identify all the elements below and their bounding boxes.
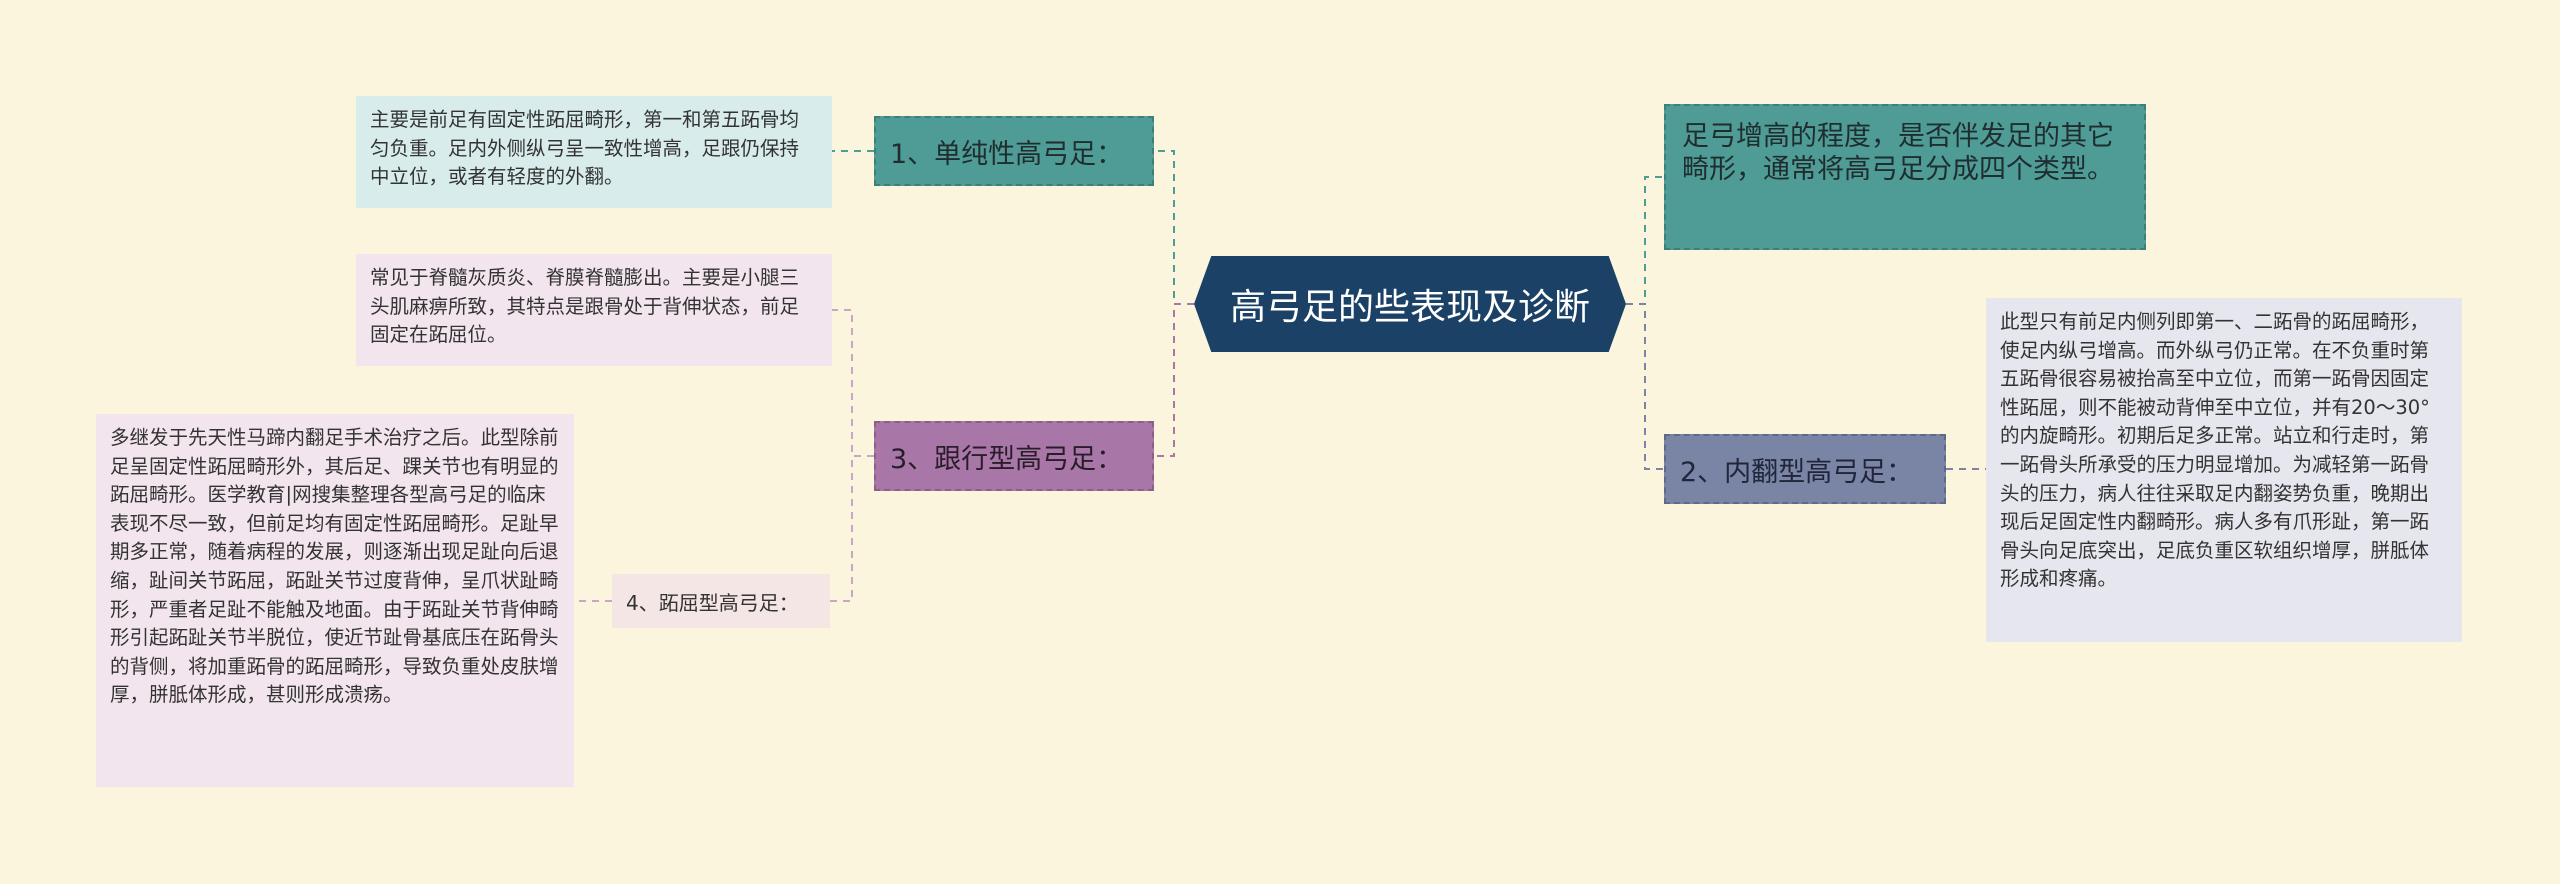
branch-label: 足弓增高的程度，是否伴发足的其它畸形，通常将高弓足分成四个类型。 xyxy=(1682,121,2114,185)
note-text: 多继发于先天性马蹄内翻足手术治疗之后。此型除前足呈固定性跖屈畸形外，其后足、踝关… xyxy=(110,426,559,707)
branch-label: 1、单纯性高弓足： xyxy=(890,138,1124,170)
branch-label: 2、内翻型高弓足： xyxy=(1680,456,1914,488)
note-varus-pes-cavus[interactable]: 此型只有前足内侧列即第一、二跖骨的跖屈畸形，使足内纵弓增高。而外纵弓仍正常。在不… xyxy=(1986,298,2462,642)
link-center-top xyxy=(1626,176,1664,305)
note-simple-pes-cavus[interactable]: 主要是前足有固定性跖屈畸形，第一和第五跖骨均匀负重。足内外侧纵弓呈一致性增高，足… xyxy=(356,96,832,208)
branch-calcaneal-pes-cavus[interactable]: 3、跟行型高弓足： xyxy=(874,421,1154,491)
link-center-branch1 xyxy=(1154,150,1194,305)
link-center-branch3 xyxy=(1154,303,1194,457)
branch-label: 4、跖屈型高弓足： xyxy=(626,590,799,615)
central-topic-label: 高弓足的些表现及诊断 xyxy=(1229,287,1590,328)
branch-classification-summary[interactable]: 足弓增高的程度，是否伴发足的其它畸形，通常将高弓足分成四个类型。 xyxy=(1664,104,2146,250)
branch-label: 3、跟行型高弓足： xyxy=(890,443,1124,475)
branch-varus-pes-cavus[interactable]: 2、内翻型高弓足： xyxy=(1664,434,1946,504)
branch-simple-pes-cavus[interactable]: 1、单纯性高弓足： xyxy=(874,116,1154,186)
note-plantarflexion-pes-cavus[interactable]: 多继发于先天性马蹄内翻足手术治疗之后。此型除前足呈固定性跖屈畸形外，其后足、踝关… xyxy=(96,414,574,787)
note-text: 主要是前足有固定性跖屈畸形，第一和第五跖骨均匀负重。足内外侧纵弓呈一致性增高，足… xyxy=(370,108,800,189)
note-calcaneal-pes-cavus[interactable]: 常见于脊髓灰质炎、脊膜脊髓膨出。主要是小腿三头肌麻痹所致，其特点是跟骨处于背伸状… xyxy=(356,254,832,366)
note-text: 此型只有前足内侧列即第一、二跖骨的跖屈畸形，使足内纵弓增高。而外纵弓仍正常。在不… xyxy=(2000,310,2430,591)
link-branch3-note xyxy=(832,309,874,457)
link-center-branch2 xyxy=(1626,303,1664,470)
link-branch3-branch4 xyxy=(830,455,874,602)
note-text: 常见于脊髓灰质炎、脊膜脊髓膨出。主要是小腿三头肌麻痹所致，其特点是跟骨处于背伸状… xyxy=(370,266,800,347)
central-topic[interactable]: 高弓足的些表现及诊断 xyxy=(1194,256,1626,352)
branch-plantarflexion-pes-cavus[interactable]: 4、跖屈型高弓足： xyxy=(612,574,830,628)
